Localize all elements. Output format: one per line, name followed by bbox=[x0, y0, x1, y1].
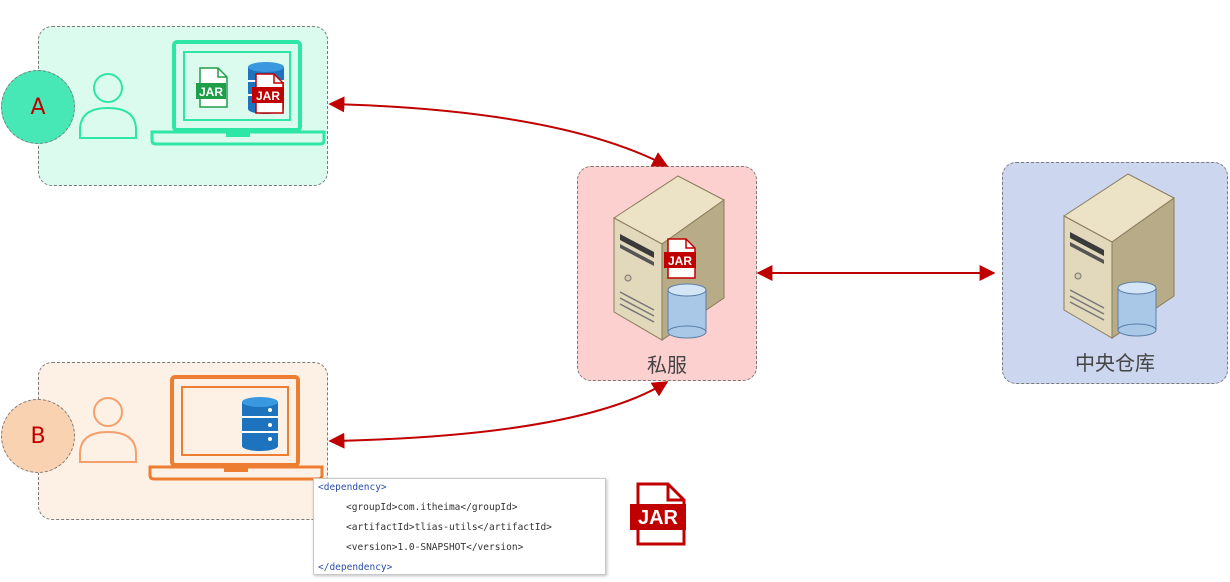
private-server-label: 私服 bbox=[647, 353, 687, 377]
database-icon bbox=[242, 397, 278, 451]
jar-file-icon: JAR bbox=[252, 73, 284, 114]
group-id-line: <groupId>com.itheima</groupId> bbox=[346, 502, 518, 513]
jar-red-text: JAR bbox=[256, 89, 280, 103]
laptop-a-icon bbox=[150, 40, 326, 146]
developer-a-badge: A bbox=[1, 70, 75, 144]
arrow-b-to-private-server bbox=[328, 381, 669, 449]
server-icon bbox=[1063, 173, 1175, 339]
jar-file-icon: JAR bbox=[630, 482, 686, 546]
version-line: <version>1.0-SNAPSHOT</version> bbox=[346, 542, 524, 553]
developer-a-badge-label: A bbox=[30, 94, 46, 120]
artifact-id-line: <artifactId>tlias-utils</artifactId> bbox=[346, 522, 552, 533]
arrow-a-to-private-server bbox=[328, 96, 669, 167]
database-icon bbox=[1117, 281, 1157, 337]
dependency-snippet: <dependency> <groupId>com.itheima</group… bbox=[313, 478, 606, 575]
developer-b-badge: B bbox=[1, 399, 75, 473]
dependency-open-line: <dependency> bbox=[318, 482, 387, 493]
user-b-icon bbox=[79, 397, 137, 463]
user-a-icon bbox=[79, 73, 137, 139]
jar-green-text: JAR bbox=[199, 85, 223, 99]
database-icon bbox=[667, 283, 707, 339]
jar-large-text: JAR bbox=[638, 507, 679, 529]
jar-server-text: JAR bbox=[668, 254, 692, 268]
jar-file-icon: JAR bbox=[196, 67, 228, 108]
developer-b-badge-label: B bbox=[30, 423, 46, 449]
central-repo-label: 中央仓库 bbox=[1075, 351, 1155, 375]
dependency-close-line: </dependency> bbox=[318, 562, 393, 573]
jar-file-icon: JAR bbox=[664, 238, 696, 279]
